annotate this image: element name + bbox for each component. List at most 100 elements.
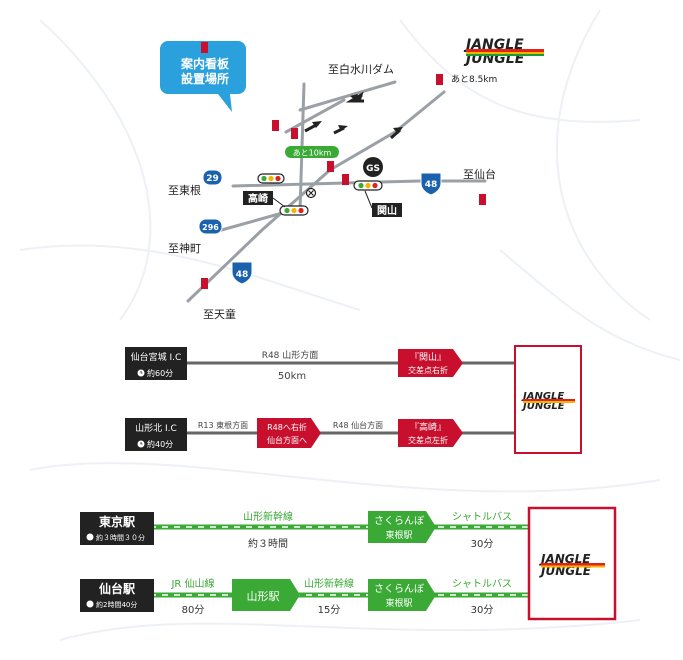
- svg-text:シャトルバス: シャトルバス: [452, 511, 512, 523]
- svg-text:『高崎』: 『高崎』: [410, 421, 446, 433]
- signboard-marker: [436, 74, 443, 85]
- origin-box: [125, 418, 187, 451]
- origin-box: [125, 347, 187, 380]
- travel-time: 約40分: [147, 439, 173, 449]
- svg-text:さくらんぼ: さくらんぼ: [374, 515, 424, 527]
- svg-text:関山: 関山: [377, 204, 397, 217]
- svg-text:48: 48: [236, 270, 249, 280]
- gas-station-icon: GS: [363, 157, 383, 177]
- signboard-marker: [201, 42, 208, 53]
- intersection-label-sekiyama: 関山: [364, 190, 402, 217]
- route-label: R13 東根方面: [198, 420, 248, 430]
- origin-label: 東京駅: [99, 514, 136, 529]
- svg-text:山形新幹線: 山形新幹線: [243, 510, 293, 523]
- route-label: R48 仙台方面: [333, 420, 383, 430]
- gas-station-label: GS: [366, 164, 380, 174]
- svg-text:80分: 80分: [182, 604, 205, 616]
- turn-arrow-box: [257, 418, 321, 448]
- svg-text:30分: 30分: [471, 538, 494, 550]
- signboard-marker: [479, 194, 486, 205]
- train-route-section: 東京駅 約３時間３０分 山形新幹線 約３時間 さくらんぼ 東根駅 シャトルバス …: [80, 506, 617, 621]
- jungle-logo: JANGLE JUNGLE: [463, 37, 544, 67]
- station-arrow-box: [232, 579, 300, 611]
- arrow-icon: [338, 125, 348, 131]
- signboard-callout: 案内看板 設置場所: [160, 41, 246, 112]
- travel-time: 約2時間40分: [96, 600, 137, 609]
- svg-text:仙台方面へ: 仙台方面へ: [267, 435, 307, 445]
- route-29-shield: 29: [202, 169, 223, 186]
- svg-text:東根駅: 東根駅: [385, 529, 412, 541]
- direction-label-jinmachi: 至神町: [168, 241, 201, 255]
- route-distance: 50km: [278, 371, 306, 382]
- arrow-icon: [393, 127, 403, 134]
- clock-icon: [86, 600, 94, 608]
- origin-label: 仙台宮城 I.C: [131, 351, 182, 363]
- intersection-label-takasaki: 高崎: [243, 191, 286, 208]
- signboard-marker: [291, 128, 298, 139]
- route-48-shield: 48: [231, 261, 253, 285]
- svg-text:東根駅: 東根駅: [385, 597, 412, 609]
- traffic-light-icon: [279, 205, 309, 216]
- shirakawa-road: [298, 80, 397, 112]
- svg-text:JANGLE: JANGLE: [521, 391, 564, 402]
- route-48-shield: 48: [420, 172, 442, 196]
- signboard-marker: [201, 278, 208, 289]
- jungle-logo: JANGLE JUNGLE: [539, 552, 605, 578]
- svg-text:さくらんぼ: さくらんぼ: [374, 583, 424, 595]
- travel-time: 約60分: [147, 368, 173, 378]
- signboard-marker: [327, 161, 334, 172]
- direction-label-shirakawa: 至白水川ダム: [328, 62, 394, 76]
- svg-text:JR 仙山線: JR 仙山線: [170, 577, 214, 590]
- direction-label-tendo: 至天童: [203, 307, 236, 321]
- background-texture: [19, 9, 681, 641]
- arrow-icon: [312, 121, 322, 128]
- signboard-marker: [272, 120, 279, 131]
- route-296-shield: 296: [198, 218, 223, 235]
- turn-arrow-box: [398, 419, 463, 447]
- svg-text:296: 296: [202, 223, 219, 232]
- svg-text:JANGLE: JANGLE: [539, 552, 591, 566]
- svg-text:48: 48: [425, 180, 438, 190]
- svg-text:シャトルバス: シャトルバス: [452, 578, 512, 590]
- clock-icon: [86, 533, 94, 541]
- police-box-icon: [305, 187, 317, 199]
- northeast-road: [284, 98, 346, 134]
- travel-time: 約３時間３０分: [96, 533, 145, 542]
- arrow-icon: [350, 94, 358, 101]
- svg-text:交差点左折: 交差点左折: [408, 435, 448, 445]
- svg-text:『関山』: 『関山』: [410, 352, 446, 363]
- direction-label-sendai: 至仙台: [463, 167, 496, 181]
- svg-text:あと10km: あと10km: [293, 149, 332, 158]
- signboard-marker: [342, 174, 349, 185]
- svg-text:29: 29: [206, 174, 219, 184]
- origin-label: 仙台駅: [99, 581, 136, 596]
- svg-text:高崎: 高崎: [248, 192, 268, 205]
- svg-text:山形新幹線: 山形新幹線: [304, 577, 354, 590]
- svg-text:15分: 15分: [318, 604, 341, 616]
- signboard-markers: [201, 74, 486, 289]
- traffic-light-icon: [353, 180, 383, 191]
- station-arrow-box: [368, 511, 436, 543]
- direction-label-higashine: 至東根: [168, 183, 201, 197]
- svg-text:JUNGLE: JUNGLE: [521, 401, 565, 412]
- turn-arrow-box: [398, 349, 463, 377]
- route-29-48-road: [231, 179, 487, 188]
- traffic-light-icon: [257, 173, 285, 184]
- svg-text:交差点右折: 交差点右折: [408, 365, 448, 375]
- svg-text:R48へ右折: R48へ右折: [267, 422, 307, 432]
- origin-label: 山形北 I.C: [135, 422, 177, 434]
- road-map: GS 29 296 48 48 あと10km 高崎: [168, 62, 497, 321]
- distance-badge: あと10km: [285, 146, 339, 158]
- jungle-logo: JANGLE JUNGLE: [521, 391, 575, 412]
- station-arrow-box: [368, 579, 436, 611]
- svg-text:山形駅: 山形駅: [247, 590, 280, 603]
- svg-text:約３時間: 約３時間: [248, 537, 288, 550]
- callout-line-2: 設置場所: [181, 71, 229, 86]
- direction-arrows: [304, 91, 403, 190]
- car-route-section: 仙台宮城 I.C 約60分 R48 山形方面 50km 『関山』 交差点右折 山…: [125, 345, 582, 454]
- svg-text:30分: 30分: [471, 604, 494, 616]
- route-label: R48 山形方面: [262, 349, 319, 361]
- callout-line-1: 案内看板: [180, 56, 230, 71]
- remaining-distance-label: あと8.5km: [451, 74, 497, 85]
